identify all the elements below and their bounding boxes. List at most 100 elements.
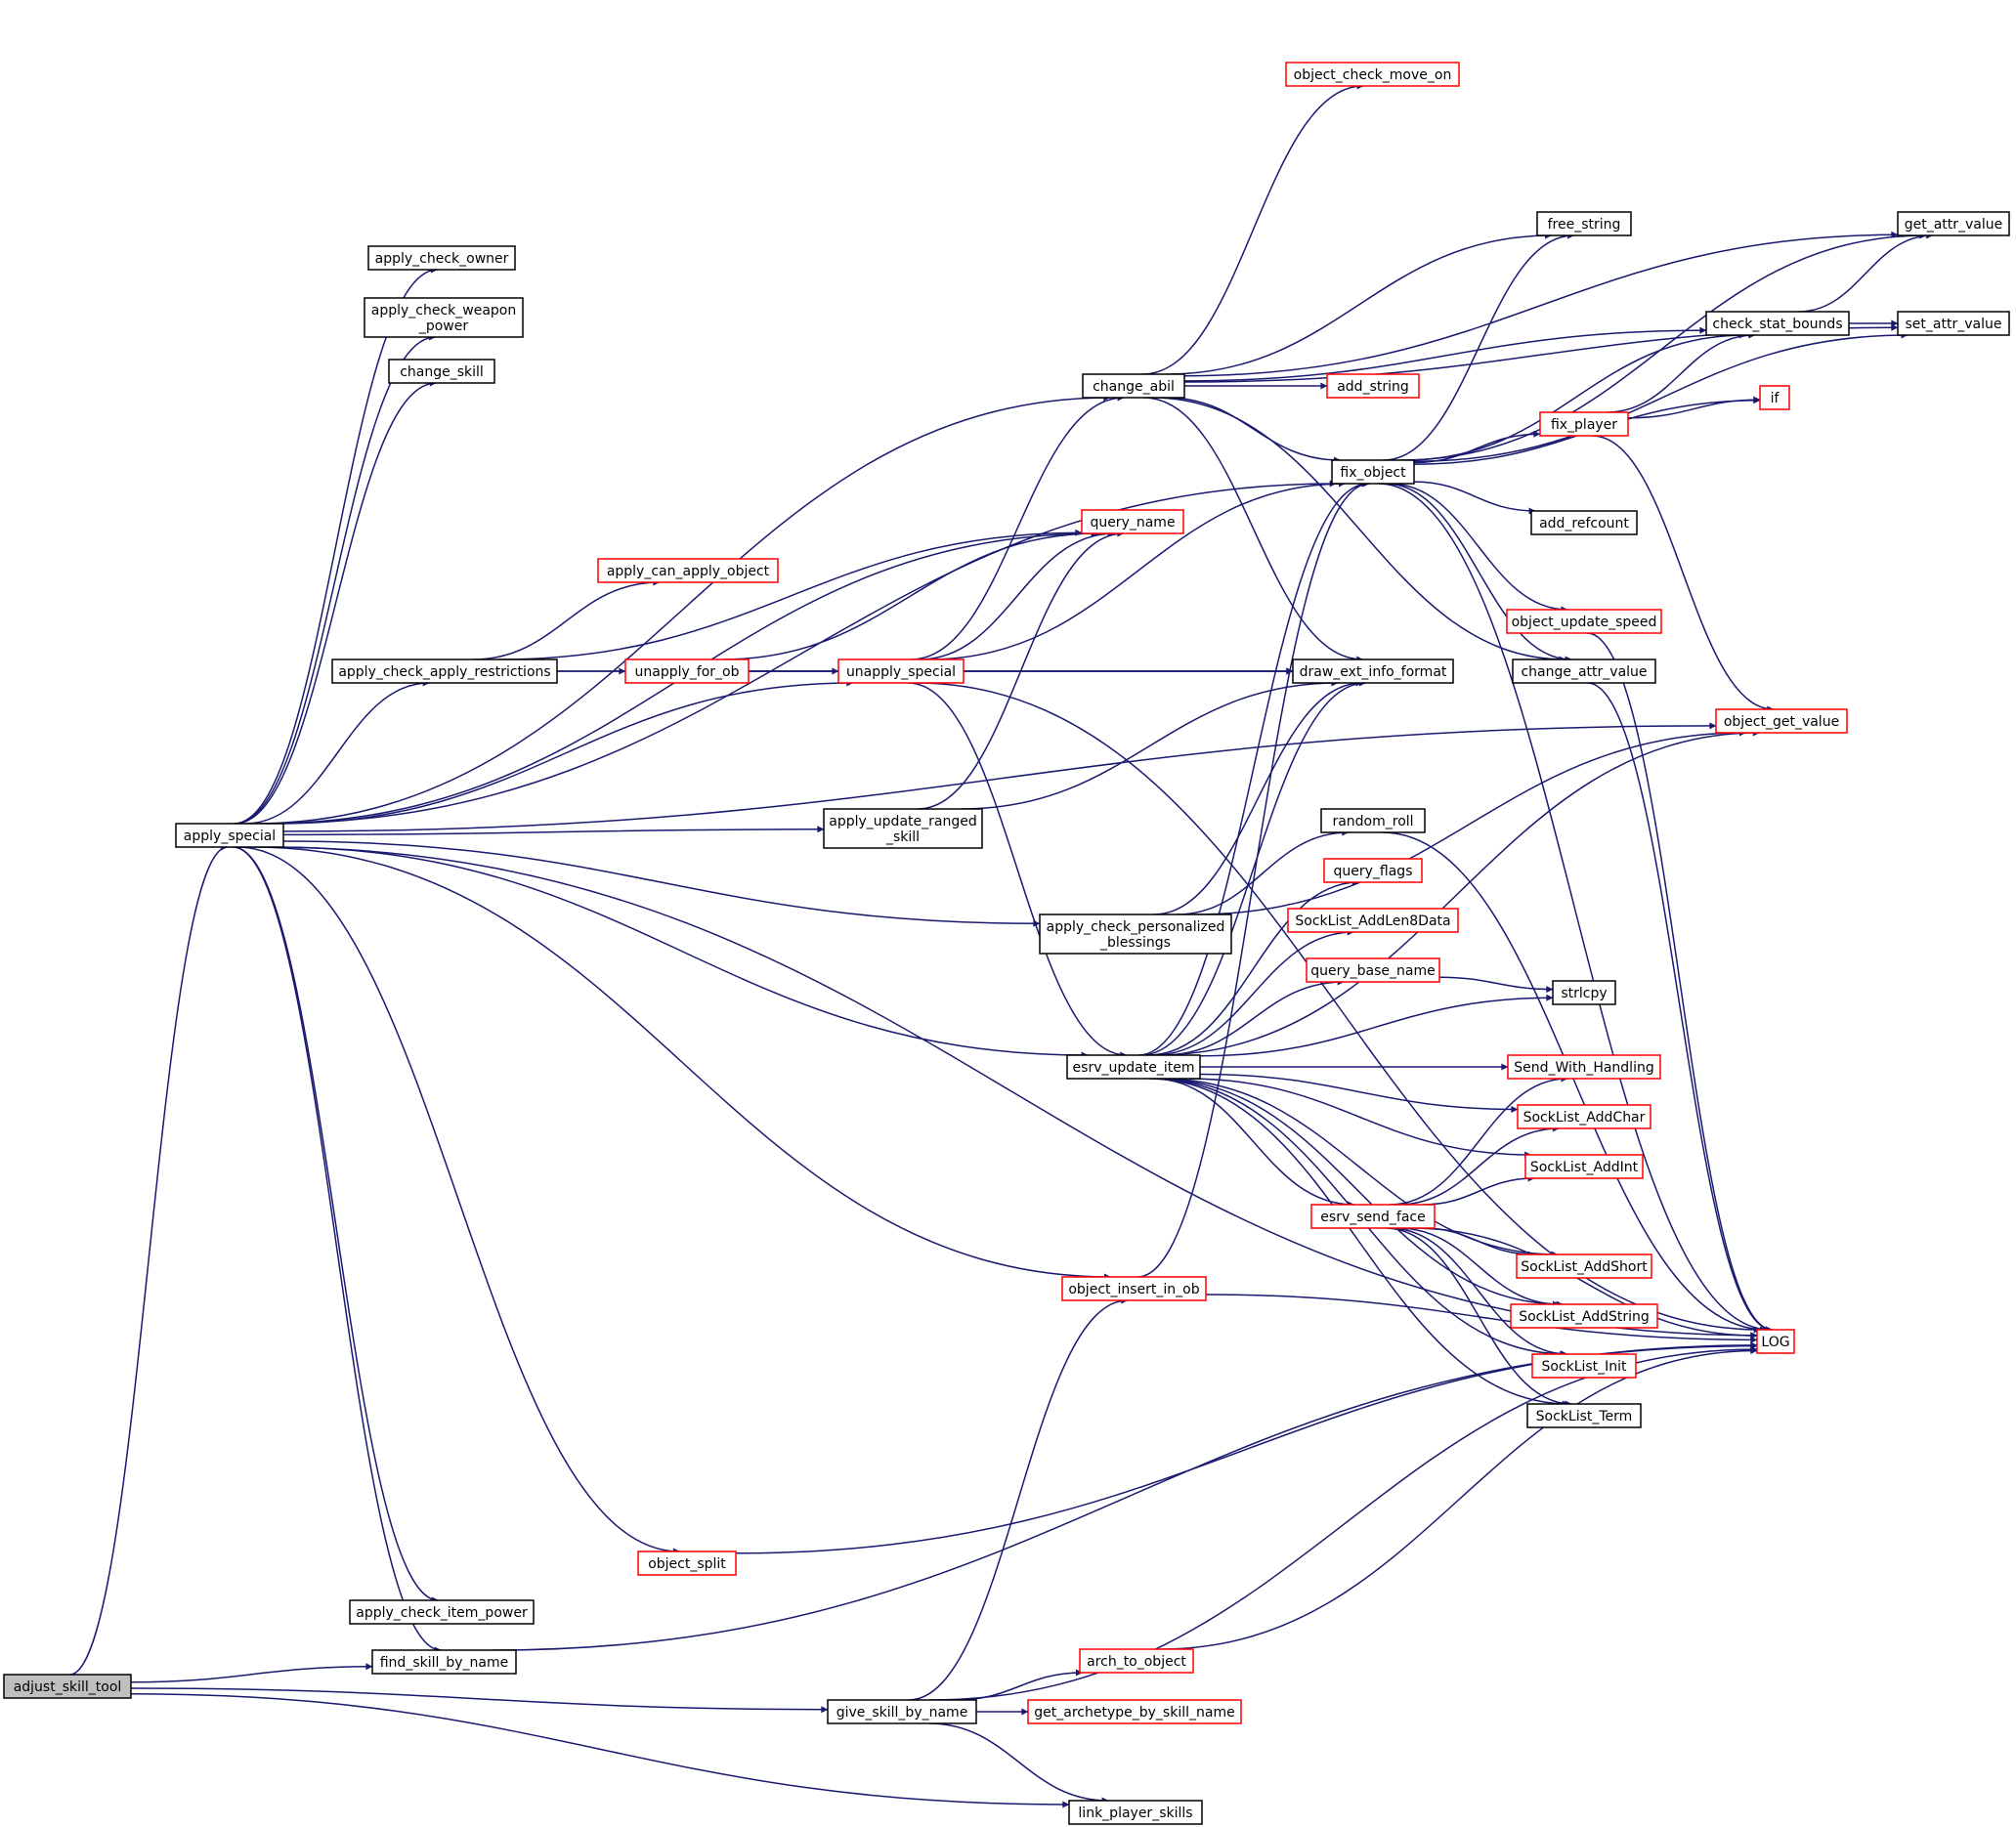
node-apply-check-personalized-blessings[interactable]: apply_check_personalized_blessings xyxy=(1039,914,1232,955)
edge-esrv_update_item-to-query_base_name xyxy=(1162,978,1345,1056)
node-apply-check-owner[interactable]: apply_check_owner xyxy=(367,245,516,271)
node-object-check-move-on[interactable]: object_check_move_on xyxy=(1285,62,1460,87)
node-socklist-term[interactable]: SockList_Term xyxy=(1526,1403,1642,1428)
edge-esrv_update_item-to-SockList_AddInt xyxy=(1186,1078,1532,1159)
node-box xyxy=(1526,1403,1642,1428)
edge-line xyxy=(1389,1227,1568,1358)
node-apply-can-apply-object[interactable]: apply_can_apply_object xyxy=(597,558,779,583)
edge-adjust_skill_tool-to-give_skill_by_name xyxy=(130,1687,829,1714)
node-query-flags[interactable]: query_flags xyxy=(1323,858,1423,883)
edge-line xyxy=(1413,331,1909,463)
node-label: unapply_for_ob xyxy=(635,664,740,680)
node-apply-check-item-power[interactable]: apply_check_item_power xyxy=(349,1599,535,1625)
node-apply-update-ranged-skill[interactable]: apply_update_ranged_skill xyxy=(823,808,983,849)
edge-line xyxy=(275,846,1089,1059)
node-arch-to-object[interactable]: arch_to_object xyxy=(1079,1648,1194,1674)
node-label: find_skill_by_name xyxy=(380,1655,509,1671)
edge-line xyxy=(1148,1078,1569,1408)
node-socklist-addstring[interactable]: SockList_AddString xyxy=(1510,1303,1658,1329)
node-esrv-send-face[interactable]: esrv_send_face xyxy=(1310,1204,1436,1229)
edge-give_skill_by_name-to-LOG xyxy=(929,1345,1758,1701)
edge-line xyxy=(1627,396,1761,419)
node-esrv-update-item[interactable]: esrv_update_item xyxy=(1066,1054,1201,1080)
node-link-player-skills[interactable]: link_player_skills xyxy=(1068,1800,1203,1825)
node-change-abil[interactable]: change_abil xyxy=(1082,373,1185,399)
node-socklist-init[interactable]: SockList_Init xyxy=(1531,1353,1637,1379)
node-check-stat-bounds[interactable]: check_stat_bounds xyxy=(1705,311,1850,336)
edge-change_attr_value-to-LOG xyxy=(1587,682,1773,1334)
node-add-refcount[interactable]: add_refcount xyxy=(1530,510,1638,535)
node-query-name[interactable]: query_name xyxy=(1081,509,1184,534)
node-box xyxy=(1516,1253,1652,1279)
node-apply-check-weapon-power[interactable]: apply_check_weapon_power xyxy=(364,297,524,338)
node-draw-ext-info-format[interactable]: draw_ext_info_format xyxy=(1292,659,1454,684)
node-apply-check-apply-restrictions[interactable]: apply_check_apply_restrictions xyxy=(331,659,558,684)
node-label: esrv_send_face xyxy=(1320,1210,1425,1225)
node-socklist-addlen8data[interactable]: SockList_AddLen8Data xyxy=(1287,908,1459,933)
node-box xyxy=(1027,1699,1242,1724)
edge-line xyxy=(956,1669,1083,1701)
node-label: if xyxy=(1771,391,1780,406)
edge-line xyxy=(1383,232,1575,461)
node-socklist-addshort[interactable]: SockList_AddShort xyxy=(1516,1253,1652,1279)
edge-esrv_send_face-to-LOG xyxy=(1410,1227,1758,1339)
node-object-update-speed[interactable]: object_update_speed xyxy=(1506,609,1662,634)
node-layer: adjust_skill_toolapply_specialfind_skill… xyxy=(3,62,2010,1825)
edge-line xyxy=(1389,1075,1568,1206)
node-send-with-handling[interactable]: Send_With_Handling xyxy=(1507,1054,1661,1080)
node-unapply-special[interactable]: unapply_special xyxy=(837,659,965,684)
node-label: SockList_AddLen8Data xyxy=(1295,914,1450,929)
node-label: SockList_AddShort xyxy=(1521,1259,1648,1275)
node-random-roll[interactable]: random_roll xyxy=(1320,808,1426,833)
node-socklist-addchar[interactable]: SockList_AddChar xyxy=(1517,1104,1651,1129)
node-get-archetype-by-skill-name[interactable]: get_archetype_by_skill_name xyxy=(1027,1699,1242,1724)
node-if[interactable]: if xyxy=(1759,385,1790,410)
node-fix-object[interactable]: fix_object xyxy=(1331,459,1415,485)
node-box xyxy=(1552,980,1616,1005)
node-add-string[interactable]: add_string xyxy=(1326,373,1420,399)
node-fix-player[interactable]: fix_player xyxy=(1539,411,1629,437)
node-change-skill[interactable]: change_skill xyxy=(388,359,495,384)
node-get-attr-value[interactable]: get_attr_value xyxy=(1897,211,2010,236)
node-free-string[interactable]: free_string xyxy=(1536,211,1632,236)
node-object-get-value[interactable]: object_get_value xyxy=(1715,708,1848,734)
node-set-attr-value[interactable]: set_attr_value xyxy=(1897,311,2010,336)
node-label: add_refcount xyxy=(1539,516,1629,531)
node-label: apply_check_apply_restrictions xyxy=(338,664,550,680)
node-log[interactable]: LOG xyxy=(1756,1329,1795,1354)
node-label: object_get_value xyxy=(1724,714,1839,730)
node-label: get_archetype_by_skill_name xyxy=(1034,1705,1234,1721)
edge-line xyxy=(1183,326,1707,382)
edge-apply_special-to-apply_update_ranged_skill xyxy=(282,826,825,836)
edge-apply_special-to-unapply_special xyxy=(278,679,854,825)
edge-give_skill_by_name-to-link_player_skills xyxy=(928,1722,1109,1805)
node-label: apply_check_item_power xyxy=(356,1605,528,1621)
edge-line xyxy=(1378,483,1771,1334)
edge-line xyxy=(929,1345,1758,1701)
node-socklist-addint[interactable]: SockList_AddInt xyxy=(1524,1154,1644,1179)
node-change-attr-value[interactable]: change_attr_value xyxy=(1512,659,1656,684)
edge-give_skill_by_name-to-object_insert_in_ob xyxy=(908,1296,1129,1701)
node-object-insert-in-ob[interactable]: object_insert_in_ob xyxy=(1061,1276,1207,1301)
node-unapply-for-ob[interactable]: unapply_for_ob xyxy=(624,659,750,684)
node-box xyxy=(837,659,965,684)
node-box xyxy=(1759,385,1790,410)
node-strlcpy[interactable]: strlcpy xyxy=(1552,980,1616,1005)
edge-line xyxy=(130,1687,829,1714)
edge-esrv_update_item-to-object_get_value xyxy=(1155,729,1760,1056)
node-box xyxy=(1524,1154,1644,1179)
edge-line xyxy=(1382,831,1768,1334)
node-give-skill-by-name[interactable]: give_skill_by_name xyxy=(827,1699,977,1724)
edge-apply_check_personalized_blessings-to-object_get_value xyxy=(1194,729,1746,915)
node-query-base-name[interactable]: query_base_name xyxy=(1306,957,1440,983)
node-object-split[interactable]: object_split xyxy=(637,1551,737,1576)
edge-unapply_special-to-LOG xyxy=(916,682,1761,1334)
edge-query_base_name-to-strlcpy xyxy=(1438,976,1554,994)
edge-line xyxy=(1137,480,1369,1056)
edge-apply_special-to-change_skill xyxy=(235,379,437,825)
edge-adjust_skill_tool-to-apply_special xyxy=(69,843,229,1676)
node-apply-special[interactable]: apply_special xyxy=(175,823,284,848)
node-box xyxy=(1061,1276,1207,1301)
node-label: SockList_AddInt xyxy=(1530,1160,1639,1175)
node-find-skill-by-name[interactable]: find_skill_by_name xyxy=(371,1649,517,1675)
